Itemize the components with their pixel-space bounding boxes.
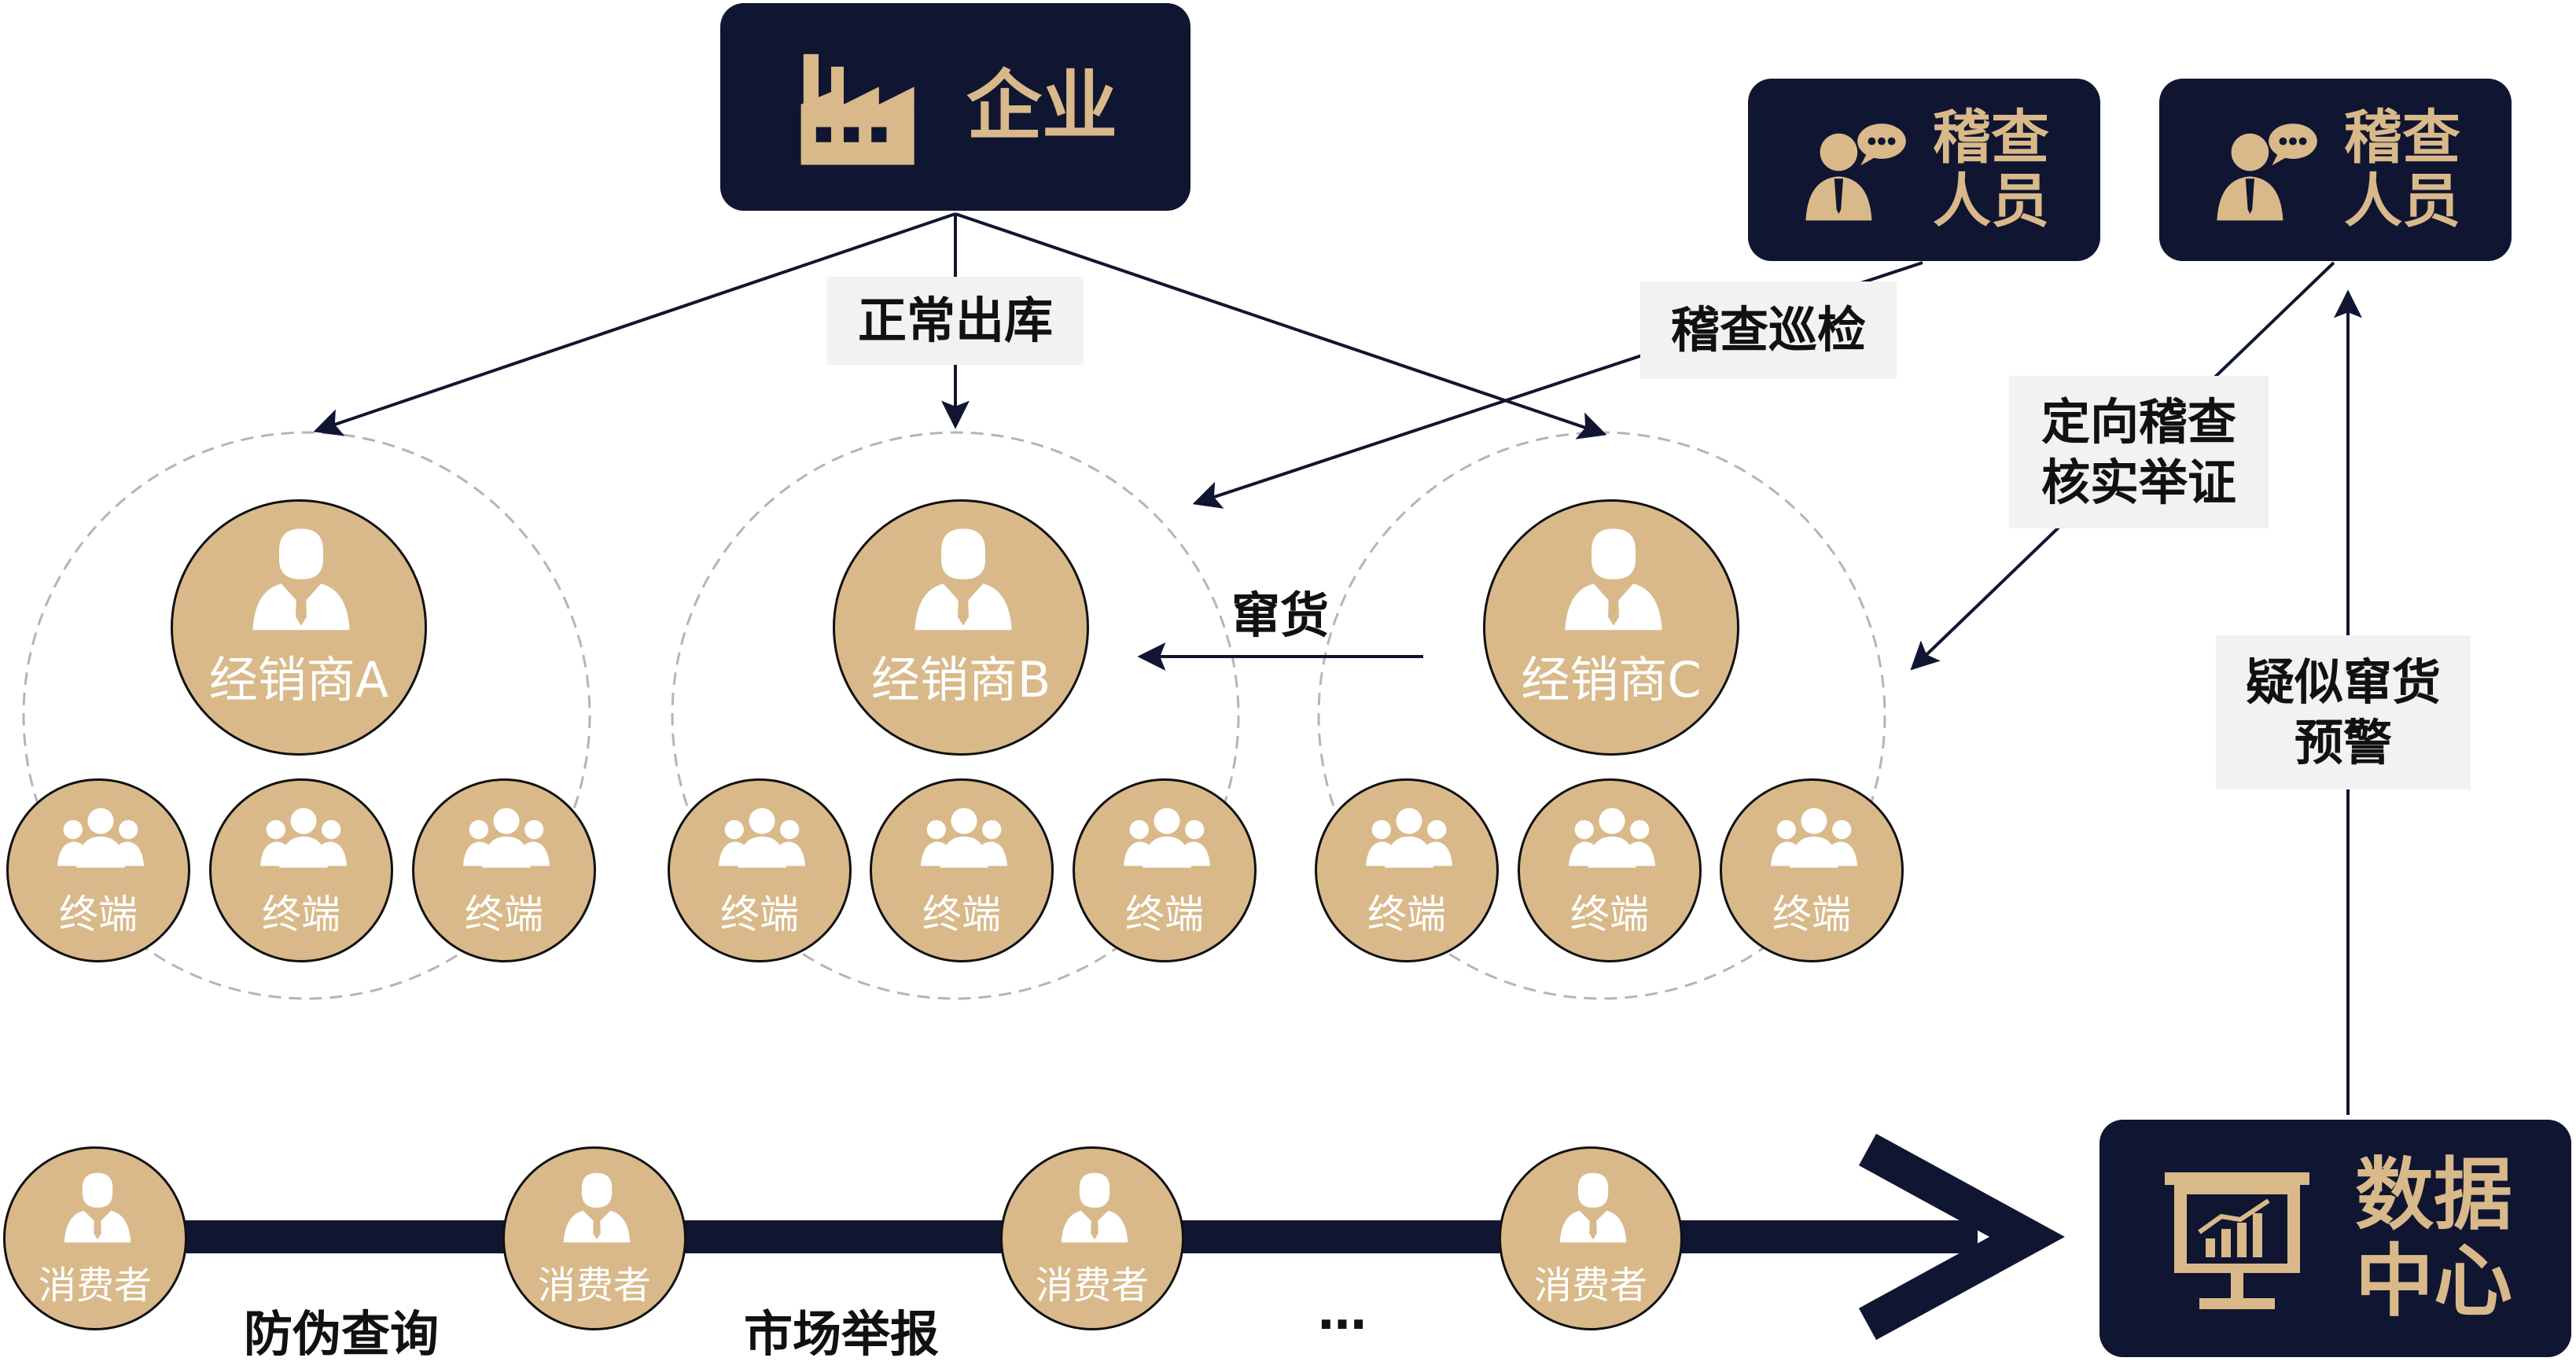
label-ellipsis: … (1318, 1283, 1367, 1341)
person-tie-icon (1559, 1172, 1627, 1243)
group-circle-a (22, 431, 591, 1000)
inspector-label-1: 稽查 人员 (1933, 103, 2049, 235)
terminal-label: 终端 (922, 892, 1001, 937)
consumer-4: 消费者 (1499, 1146, 1683, 1330)
consumer-3: 消费者 (1000, 1146, 1184, 1330)
person-tie-icon (64, 1172, 131, 1243)
data-center-label: 数据 中心 (2355, 1149, 2512, 1327)
terminal-a3: 终端 (412, 778, 596, 962)
terminal-c1: 终端 (1315, 778, 1499, 962)
group-icon (1771, 808, 1857, 868)
group-icon (260, 808, 347, 868)
timeline-chevron (1858, 1133, 2065, 1341)
group-icon (1366, 808, 1452, 868)
inspector-box-1: 稽查 人员 (1748, 79, 2100, 261)
terminal-label: 终端 (262, 892, 340, 937)
label-targeted-check: 定向稽查 核实举证 (2009, 376, 2269, 528)
inspector-box-2: 稽查 人员 (2159, 79, 2512, 261)
inspector-chat-icon (2217, 123, 2317, 221)
arrow-enterprise-to-a (313, 212, 956, 436)
inspector-label-2: 稽查 人员 (2344, 103, 2460, 235)
inspector-chat-icon (1805, 123, 1906, 221)
distributor-a: 经销商A (171, 499, 427, 756)
terminal-c3: 终端 (1720, 778, 1904, 962)
terminal-label: 终端 (1772, 892, 1851, 937)
person-tie-icon (1061, 1172, 1128, 1243)
arrow-enterprise-to-c (955, 212, 1607, 440)
terminal-b1: 终端 (668, 778, 852, 962)
distributor-label-b: 经销商B (870, 651, 1051, 708)
enterprise-box: 企业 (720, 3, 1190, 211)
group-icon (1569, 808, 1655, 868)
group-icon (921, 808, 1007, 868)
group-icon (463, 808, 550, 868)
terminal-a2: 终端 (209, 778, 393, 962)
terminal-b2: 终端 (870, 778, 1054, 962)
distributor-b: 经销商B (833, 499, 1089, 756)
consumer-label: 消费者 (38, 1264, 152, 1308)
terminal-b3: 终端 (1073, 778, 1257, 962)
businessman-icon (252, 528, 350, 631)
person-tie-icon (563, 1172, 631, 1243)
consumer-2: 消费者 (502, 1146, 686, 1330)
enterprise-label: 企业 (966, 62, 1117, 151)
label-suspect-alert: 疑似窜货 预警 (2216, 635, 2471, 789)
terminal-label: 终端 (59, 892, 138, 937)
businessman-icon (914, 528, 1012, 631)
factory-icon (800, 53, 914, 165)
label-patrol: 稽查巡检 (1640, 281, 1897, 379)
label-anti-counterfeit: 防伪查询 (244, 1305, 440, 1363)
businessman-icon (1565, 528, 1662, 631)
distributor-label-a: 经销商A (208, 651, 389, 708)
consumer-label: 消费者 (1035, 1264, 1149, 1308)
group-icon (719, 808, 805, 868)
label-market-report: 市场举报 (744, 1305, 940, 1363)
consumer-1: 消费者 (3, 1146, 187, 1330)
terminal-label: 终端 (1125, 892, 1204, 937)
terminal-label: 终端 (1367, 892, 1446, 937)
consumer-label: 消费者 (537, 1264, 651, 1308)
presentation-chart-icon (2165, 1172, 2309, 1309)
distributor-c: 经销商C (1483, 499, 1739, 756)
group-icon (57, 808, 144, 868)
data-center-box: 数据 中心 (2099, 1120, 2571, 1357)
terminal-label: 终端 (1570, 892, 1649, 937)
label-diversion: 窜货 (1231, 587, 1330, 644)
terminal-a1: 终端 (6, 778, 190, 962)
group-icon (1124, 808, 1210, 868)
label-normal-outbound: 正常出库 (827, 277, 1084, 365)
group-circle-b (671, 431, 1240, 1000)
consumer-label: 消费者 (1533, 1264, 1647, 1308)
terminal-label: 终端 (720, 892, 799, 937)
terminal-label: 终端 (465, 892, 543, 937)
terminal-c2: 终端 (1518, 778, 1702, 962)
distributor-label-c: 经销商C (1521, 651, 1702, 708)
